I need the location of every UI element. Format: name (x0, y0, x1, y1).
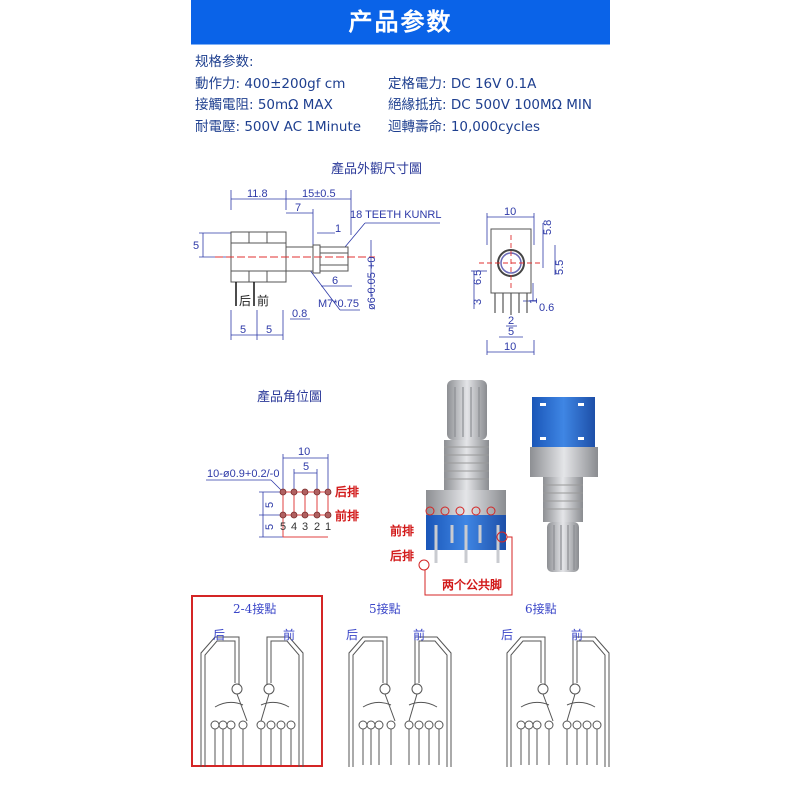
side-view-drawing: 11.8 15±0.5 7 1 18 TEETH KUNRL 5 6 M7*0.… (193, 188, 442, 340)
dim-pin-width: 0.6 (539, 302, 554, 314)
hole-spec: 10-ø0.9+0.2/-0 (207, 468, 279, 480)
dim-side: 5.5 (554, 260, 566, 275)
contact-rear-label-2: 后 (346, 628, 358, 642)
contact-2-4-highlight-frame (191, 595, 323, 767)
spec-rotation-life: 迴轉壽命: 10,000cycles (388, 118, 541, 135)
dim-thread-length: 7 (295, 202, 301, 214)
dimension-drawing-title: 產品外觀尺寸圖 (331, 162, 423, 177)
pin-number: 5 (280, 521, 286, 533)
knurled-shaft (447, 380, 487, 440)
rear-row-label: 后排 (335, 484, 359, 499)
pin-position-drawing: 10 5 10-ø0.9+0.2/-0 5 5 5 4 3 2 1 后排 前排 (206, 446, 359, 538)
contact-diagrams: 2-4接點 后 前 5接點 后 前 6接點 后 前 (200, 601, 610, 768)
thread-label: M7*0.75 (318, 298, 359, 310)
contact-title-3: 6接點 (525, 601, 557, 616)
product-params-page: 产品参数 规格参数: 動作力: 400±200gf cm 定格電力: DC 16… (191, 0, 610, 800)
spec-contact-resistance: 接觸電阻: 50mΩ MAX (195, 97, 333, 113)
spec-heading: 规格参数: (195, 54, 254, 70)
dim-gap: 1 (335, 223, 341, 235)
contact-rear-label-1: 后 (213, 628, 225, 642)
dim-shaft-length: 15±0.5 (302, 188, 336, 200)
contact-diagram-1 (200, 636, 304, 767)
spec-actuation-force: 動作力: 400±200gf cm (195, 75, 346, 92)
spec-rated-power: 定格電力: DC 16V 0.1A (388, 75, 537, 92)
product-photo: 前排 后排 两个公共脚 (390, 380, 598, 596)
dim-row-gap: 5 (264, 502, 276, 508)
dim-pin-span: 5 (508, 326, 514, 338)
photo-front-row-label: 前排 (390, 523, 414, 538)
page-title: 产品参数 (191, 0, 610, 45)
dim-pin-spacing-2: 5 (266, 324, 272, 336)
dim-row-offset: 5 (264, 524, 276, 530)
dim-bottom-width: 10 (504, 341, 516, 353)
dim-top: 5.8 (542, 220, 554, 235)
dim-pin-height: 3 (472, 299, 484, 305)
dim-pin-spacing-1: 5 (240, 324, 246, 336)
front-label: 前 (257, 293, 269, 308)
front-view-drawing: 10 5.8 6.5 5.5 3 1 0.6 2 5 10 (471, 206, 566, 355)
dim-center: 6.5 (472, 270, 484, 285)
shaft-diameter-label: ø6-0.05 +0 (366, 256, 378, 310)
pin-number: 2 (314, 521, 320, 533)
dim-width: 10 (504, 206, 516, 218)
pin-number: 4 (291, 521, 297, 533)
dim-knurl-length: 6 (332, 275, 338, 287)
spec-row: 耐電壓: 500V AC 1Minute 迴轉壽命: 10,000cycles (195, 117, 610, 139)
front-row-label: 前排 (335, 508, 359, 523)
pin-number: 3 (302, 521, 308, 533)
dim-pin-pitch: 2 (508, 315, 514, 327)
contact-title-1: 2-4接點 (233, 601, 276, 616)
common-pins-label: 两个公共脚 (442, 577, 502, 592)
contact-front-label-1: 前 (283, 627, 295, 642)
angle-drawing-title: 產品角位圖 (257, 390, 323, 405)
dim-offset: 1 (528, 298, 540, 304)
dim-body-length: 11.8 (247, 188, 268, 200)
spec-insulation-resistance: 絕緣抵抗: DC 500V 100MΩ MIN (388, 97, 592, 113)
photo-rear-row-label: 后排 (390, 548, 414, 563)
spec-list: 规格参数: 動作力: 400±200gf cm 定格電力: DC 16V 0.1… (195, 52, 610, 138)
knurl-label: 18 TEETH KUNRL (350, 209, 442, 221)
spec-row: 動作力: 400±200gf cm 定格電力: DC 16V 0.1A (195, 74, 610, 96)
spec-dielectric-strength: 耐電壓: 500V AC 1Minute (195, 118, 362, 135)
dim-span: 10 (298, 446, 310, 458)
dim-pitch: 5 (303, 461, 309, 473)
contact-rear-label-3: 后 (501, 628, 513, 642)
contact-front-label-3: 前 (571, 627, 583, 642)
dim-flange: 0.8 (292, 308, 307, 320)
dim-height: 5 (193, 240, 199, 252)
contact-title-2: 5接點 (369, 601, 401, 616)
rear-label: 后 (239, 294, 251, 308)
pin-number: 1 (325, 521, 331, 533)
contact-front-label-2: 前 (413, 627, 425, 642)
spec-row: 接觸電阻: 50mΩ MAX 絕緣抵抗: DC 500V 100MΩ MIN (195, 95, 610, 117)
